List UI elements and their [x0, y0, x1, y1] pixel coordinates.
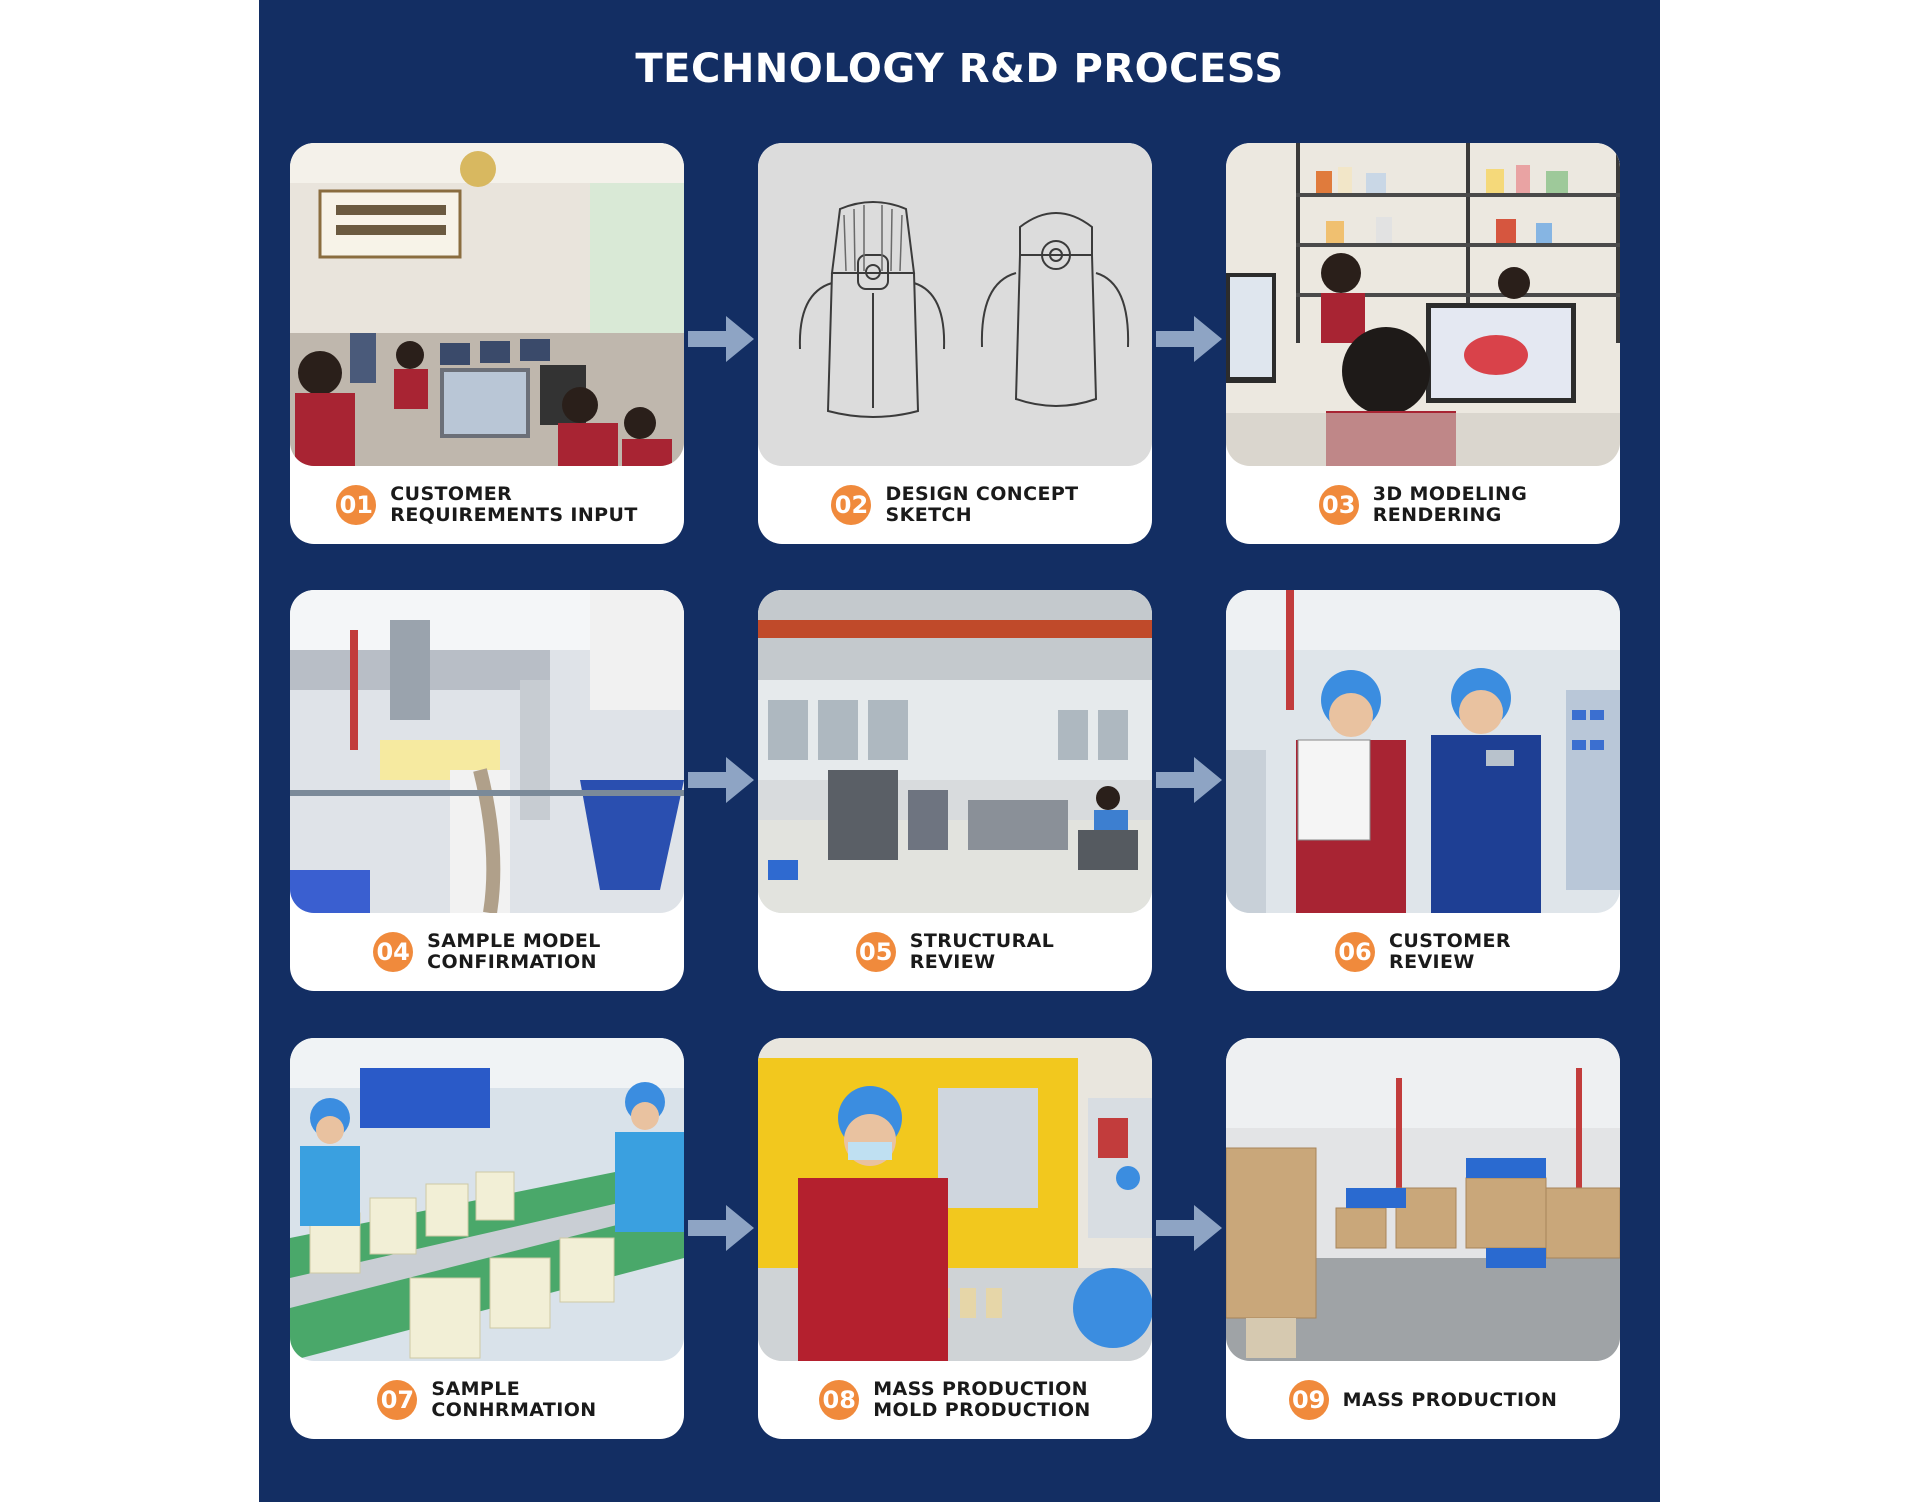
step-card-02: 02 DESIGN CONCEPT SKETCH — [758, 143, 1152, 544]
step-caption: 06 CUSTOMER REVIEW — [1226, 913, 1620, 991]
step-label: DESIGN CONCEPT SKETCH — [885, 484, 1078, 526]
step-card-09: 09 MASS PRODUCTION — [1226, 1038, 1620, 1439]
step-number-badge: 06 — [1335, 932, 1376, 972]
arrow-right-icon — [688, 757, 754, 803]
injection-molding-photo — [758, 1038, 1152, 1361]
step-card-08: 08 MASS PRODUCTION MOLD PRODUCTION — [758, 1038, 1152, 1439]
step-label-line2: REVIEW — [909, 951, 996, 973]
step-number-badge: 04 — [373, 932, 414, 972]
step-card-06: 06 CUSTOMER REVIEW — [1226, 590, 1620, 991]
step-label: CUSTOMER REVIEW — [1389, 931, 1511, 973]
workshop-photo — [758, 590, 1152, 913]
step-caption: 07 SAMPLE CONHRMATION — [290, 1361, 684, 1439]
step-caption: 02 DESIGN CONCEPT SKETCH — [758, 466, 1152, 544]
step-label-line1: SAMPLE MODEL — [427, 930, 601, 952]
arrow-right-icon — [1156, 1205, 1222, 1251]
step-caption: 03 3D MODELING RENDERING — [1226, 466, 1620, 544]
arrow-right-icon — [1156, 316, 1222, 362]
step-label: MASS PRODUCTION MOLD PRODUCTION — [873, 1379, 1091, 1421]
step-label-line2: RENDERING — [1372, 504, 1502, 526]
packing-line-photo — [290, 1038, 684, 1361]
step-number-badge: 03 — [1318, 485, 1359, 525]
step-label: 3D MODELING RENDERING — [1373, 484, 1528, 526]
arrow-right-icon — [1156, 757, 1222, 803]
step-caption: 01 CUSTOMER REQUIREMENTS INPUT — [290, 466, 684, 544]
step-label-line1: 3D MODELING — [1372, 483, 1528, 505]
page-title: TECHNOLOGY R&D PROCESS — [635, 46, 1284, 92]
step-number-badge: 05 — [855, 932, 896, 972]
step-caption: 08 MASS PRODUCTION MOLD PRODUCTION — [758, 1361, 1152, 1439]
step-card-04: 04 SAMPLE MODEL CONFIRMATION — [290, 590, 684, 991]
office-photo — [290, 143, 684, 466]
step-card-03: 03 3D MODELING RENDERING — [1226, 143, 1620, 544]
step-label-line2: SKETCH — [885, 504, 973, 526]
step-caption: 09 MASS PRODUCTION — [1226, 1361, 1620, 1439]
step-label-line1: MASS PRODUCTION — [1342, 1388, 1558, 1411]
step-label-line2: CONFIRMATION — [427, 951, 597, 973]
arrow-right-icon — [688, 1205, 754, 1251]
step-label-line2: CONHRMATION — [431, 1399, 597, 1421]
step-label: CUSTOMER REQUIREMENTS INPUT — [390, 484, 637, 526]
arrow-right-icon — [688, 316, 754, 362]
step-label-line1: MASS PRODUCTION — [873, 1378, 1088, 1400]
step-number-badge: 01 — [336, 485, 377, 525]
step-label-line1: DESIGN CONCEPT — [885, 483, 1079, 505]
step-label: SAMPLE MODEL CONFIRMATION — [427, 931, 601, 973]
step-card-05: 05 STRUCTURAL REVIEW — [758, 590, 1152, 991]
warehouse-photo — [1226, 1038, 1620, 1361]
step-label: SAMPLE CONHRMATION — [431, 1379, 596, 1421]
step-label-line2: REVIEW — [1389, 951, 1475, 973]
step-label: STRUCTURAL REVIEW — [910, 931, 1054, 973]
sketch-photo — [758, 143, 1152, 466]
step-label-line1: CUSTOMER — [390, 483, 513, 505]
step-label-line1: STRUCTURAL — [909, 930, 1055, 952]
step-caption: 05 STRUCTURAL REVIEW — [758, 913, 1152, 991]
step-number-badge: 08 — [819, 1380, 860, 1420]
step-label: MASS PRODUCTION — [1342, 1388, 1558, 1411]
step-card-07: 07 SAMPLE CONHRMATION — [290, 1038, 684, 1439]
step-label-line1: CUSTOMER — [1389, 930, 1511, 952]
modeling-photo — [1226, 143, 1620, 466]
step-number-badge: 07 — [377, 1380, 418, 1420]
step-label-line2: MOLD PRODUCTION — [873, 1399, 1091, 1421]
step-number-badge: 02 — [831, 485, 872, 525]
review-photo — [1226, 590, 1620, 913]
process-panel: TECHNOLOGY R&D PROCESS — [259, 0, 1660, 1502]
step-label-line2: REQUIREMENTS INPUT — [390, 504, 638, 526]
step-caption: 04 SAMPLE MODEL CONFIRMATION — [290, 913, 684, 991]
step-number-badge: 09 — [1288, 1380, 1329, 1420]
step-label-line1: SAMPLE — [431, 1378, 521, 1400]
step-card-01: 01 CUSTOMER REQUIREMENTS INPUT — [290, 143, 684, 544]
machine-photo — [290, 590, 684, 913]
